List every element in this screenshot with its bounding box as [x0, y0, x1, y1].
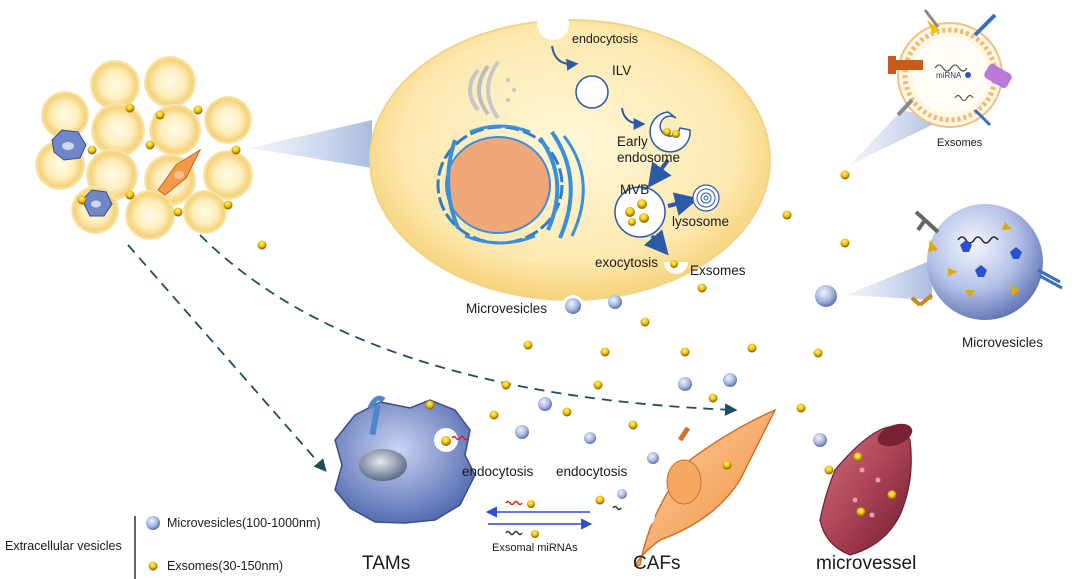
label-ilv: ILV — [612, 63, 631, 78]
scattered-exosomes — [77, 103, 897, 517]
label-lysosome: lysosome — [672, 214, 729, 229]
tam-cell — [334, 395, 476, 524]
dashed-arrow-to-tams — [127, 244, 327, 472]
label-exsomes-cell: Exsomes — [690, 263, 746, 278]
label-early-endosome-line1: Early — [617, 134, 648, 149]
label-early-endosome-line2: endosome — [617, 150, 680, 165]
label-microvessel: microvessel — [816, 553, 916, 574]
microvesicle-zoom — [910, 204, 1063, 320]
legend-microvesicles-label: Microvesicles(100-1000nm) — [167, 516, 321, 530]
endocytosis-vesicle — [537, 8, 569, 40]
legend-exosome-swatch — [148, 561, 158, 571]
label-cafs: CAFs — [633, 553, 681, 574]
legend-exosomes-label: Exsomes(30-150nm) — [167, 559, 283, 573]
label-endocytosis-tams: endocytosis — [462, 464, 534, 479]
caf-cell — [633, 408, 777, 568]
early-endosome — [649, 111, 691, 153]
exocytosis-bud — [664, 262, 688, 274]
legend-microvesicle-swatch — [146, 516, 160, 530]
label-endocytosis: endocytosis — [572, 32, 638, 46]
microvessel — [819, 423, 913, 556]
label-mvb: MVB — [620, 182, 649, 197]
mvb — [614, 186, 666, 238]
label-exsomes-zoom: Exsomes — [937, 137, 983, 149]
donor-cell — [369, 8, 771, 317]
lysosome — [692, 184, 720, 212]
golgi-apparatus — [468, 60, 516, 120]
label-mirna: miRNA — [936, 71, 962, 80]
label-exosomal-mirnas: Exsomal miRNAs — [492, 542, 578, 554]
zoom-cone-exosome — [850, 110, 942, 165]
nucleus — [436, 124, 585, 245]
scattered-microvesicles — [515, 285, 837, 499]
label-microvesicles-zoom: Microvesicles — [962, 335, 1043, 350]
ilv-vesicle — [575, 75, 609, 109]
label-exocytosis: exocytosis — [595, 255, 658, 270]
label-endocytosis-cafs: endocytosis — [556, 464, 628, 479]
tumor-cell-cluster — [35, 56, 253, 240]
label-microvesicles-cell: Microvesicles — [466, 301, 547, 316]
zoom-cone-microvesicle — [846, 260, 932, 300]
legend — [134, 516, 160, 579]
exosome-zoom — [888, 9, 1012, 128]
legend-title: Extracellular vesicles — [5, 539, 122, 553]
label-tams: TAMs — [362, 553, 410, 574]
zoom-cone-cell — [250, 120, 372, 168]
